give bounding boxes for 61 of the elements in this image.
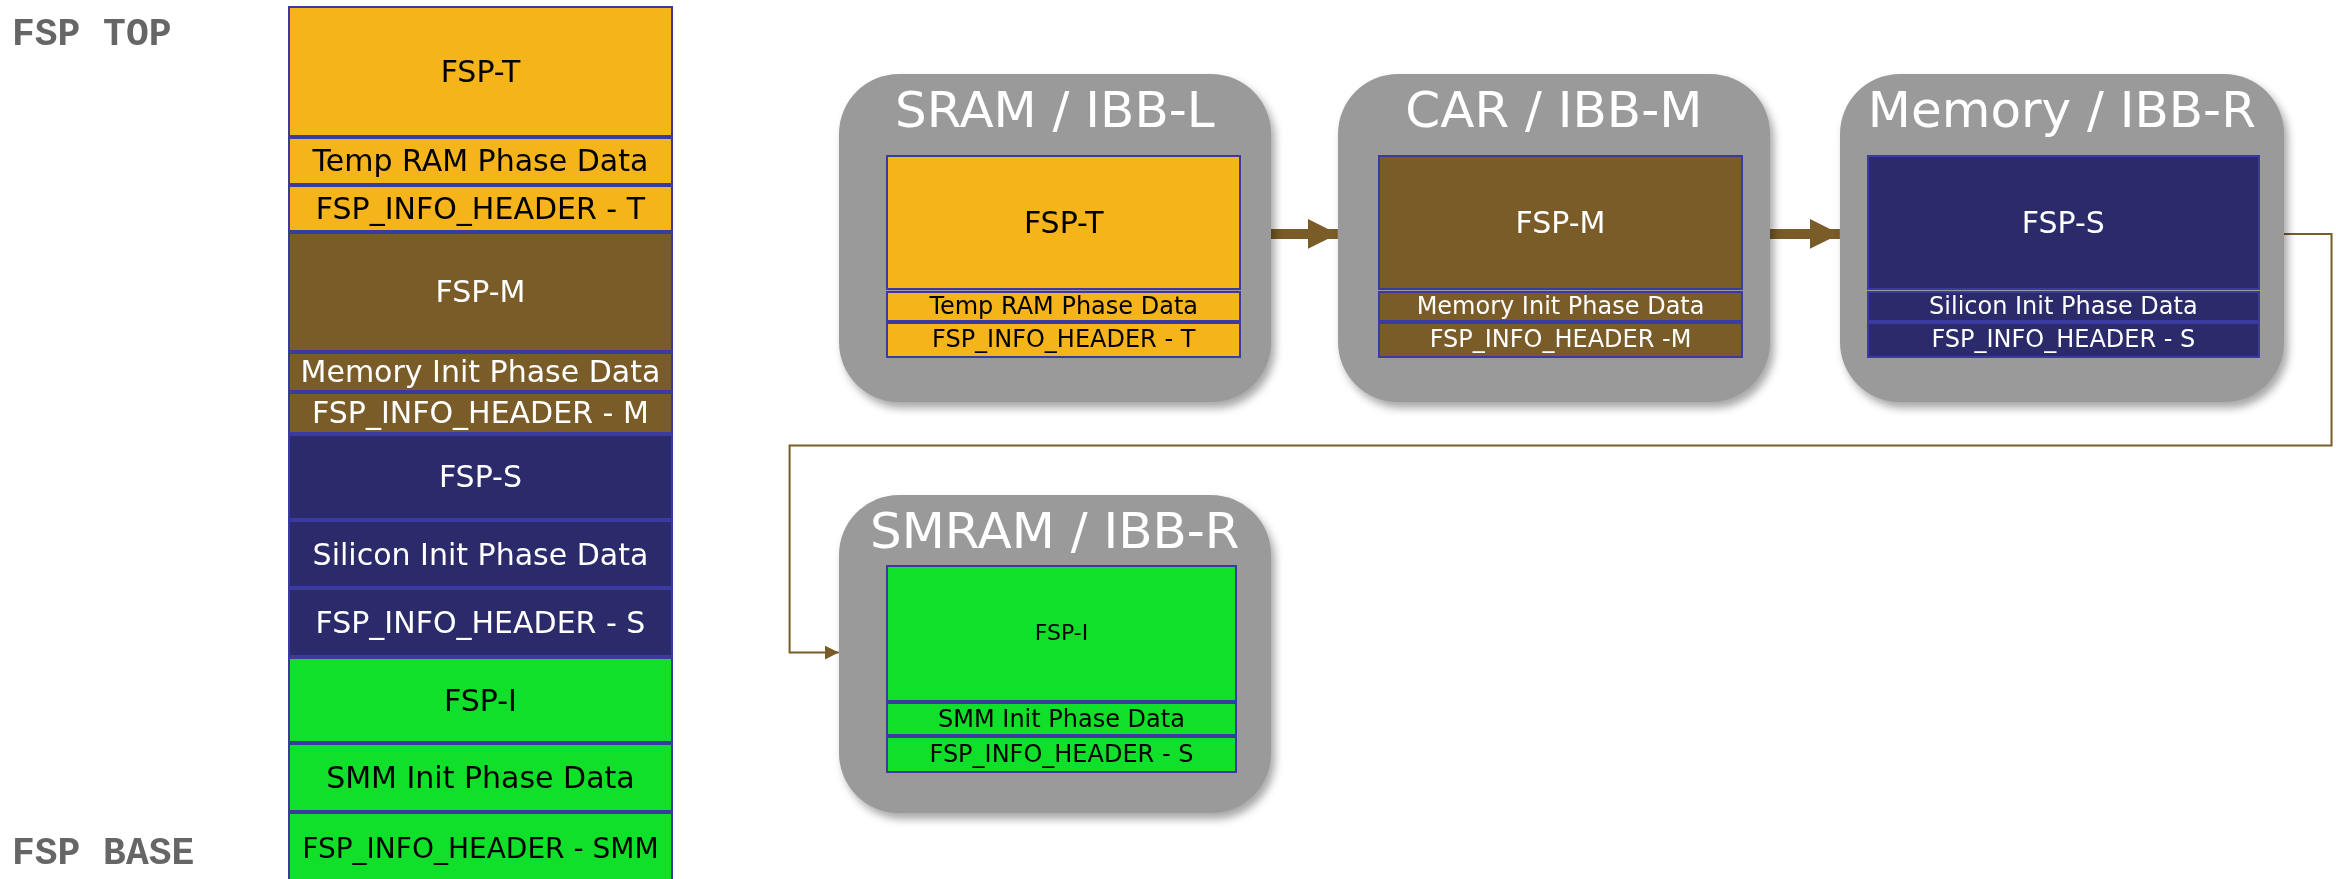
stage-panel	[838, 74, 1271, 403]
memory-region	[287, 743, 674, 812]
region-label: Temp RAM Phase Data	[312, 144, 649, 178]
region-label: FSP-S	[2021, 206, 2105, 240]
region-label: FSP-S	[438, 460, 522, 494]
region-label: FSP_INFO_HEADER - S	[1931, 326, 2196, 353]
memory-region	[1378, 290, 1744, 322]
memory-region	[1866, 321, 2260, 358]
address-label: FSP TOP	[11, 12, 172, 56]
region-label: Silicon Init Phase Data	[312, 537, 649, 571]
region-label: FSP_INFO_HEADER - S	[929, 741, 1194, 768]
region-label: FSP-I	[444, 683, 517, 717]
arrow	[1270, 218, 1338, 249]
memory-region	[886, 564, 1237, 702]
region-label: Memory Init Phase Data	[300, 355, 661, 389]
memory-region	[287, 519, 674, 589]
stage-panel	[838, 494, 1271, 814]
memory-region	[1866, 154, 2260, 291]
memory-region	[287, 588, 674, 657]
region-label: SMM Init Phase Data	[326, 761, 635, 795]
memory-region	[1378, 154, 1744, 291]
memory-region	[287, 391, 674, 434]
memory-region	[287, 232, 674, 352]
memory-region	[287, 811, 674, 879]
memory-region	[287, 351, 674, 392]
region-label: SMM Init Phase Data	[938, 705, 1185, 732]
memory-region	[287, 184, 674, 233]
memory-region	[287, 137, 674, 185]
region-label: FSP-T	[1023, 206, 1104, 240]
region-label: Temp RAM Phase Data	[929, 292, 1198, 320]
stage-panel	[1337, 74, 1770, 403]
region-label: FSP-M	[1515, 206, 1606, 240]
stage-title: SRAM / IBB-L	[893, 80, 1216, 141]
arrow	[788, 232, 2333, 660]
memory-region	[287, 657, 674, 744]
region-label: Silicon Init Phase Data	[1929, 292, 2198, 320]
memory-region	[1866, 290, 2260, 322]
stage-title: Memory / IBB-R	[1866, 80, 2257, 141]
region-label: FSP-I	[1034, 621, 1089, 646]
address-label: FSP BASE	[11, 832, 195, 876]
memory-region	[886, 735, 1237, 774]
memory-region	[886, 290, 1241, 322]
stage-title: CAR / IBB-M	[1404, 80, 1704, 141]
stage-panel	[1839, 74, 2284, 403]
stage-title: SMRAM / IBB-R	[868, 500, 1241, 561]
memory-region	[287, 5, 674, 138]
memory-region	[1378, 321, 1744, 358]
region-label: FSP_INFO_HEADER - T	[315, 192, 646, 226]
region-label: FSP_INFO_HEADER -M	[1429, 326, 1692, 353]
region-label: FSP_INFO_HEADER - SMM	[302, 833, 659, 865]
arrow	[1769, 218, 1840, 249]
region-label: FSP-T	[440, 55, 521, 88]
region-label: Memory Init Phase Data	[1416, 292, 1705, 320]
memory-region	[886, 321, 1241, 358]
memory-region	[886, 701, 1237, 736]
region-label: FSP_INFO_HEADER - M	[312, 396, 649, 430]
region-label: FSP_INFO_HEADER - S	[315, 606, 646, 640]
region-label: FSP_INFO_HEADER - T	[932, 326, 1196, 353]
region-label: FSP-M	[435, 275, 526, 309]
memory-region	[287, 433, 674, 520]
memory-region	[886, 154, 1241, 291]
